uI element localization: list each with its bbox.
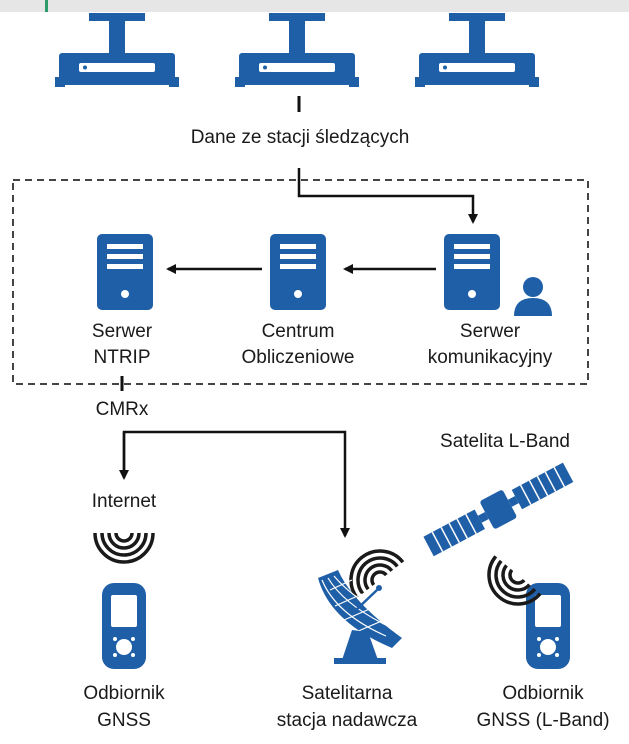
top-bar [0,0,629,12]
processing-boundary [12,179,589,385]
gnss-receiver-icon-1 [102,583,146,669]
internet-label: Internet [91,491,157,512]
satellite-label: Satelita L-Band [440,431,570,452]
tracking-data-label: Dane ze stacji śledzących [190,127,410,148]
satellite-icon [423,462,574,557]
gnss-receiver-icon-2 [526,583,570,669]
tracking-station-icon-3 [415,13,539,87]
signal-waves-icon-internet [93,531,155,564]
comm-server-label: Serwer komunikacyjny [427,321,553,368]
receiver-lband-label: Odbiornik GNSS (L-Band) [476,683,610,731]
receiver-gnss-label: Odbiornik GNSS [83,683,165,731]
tracking-station-icon-1 [55,13,179,87]
top-bar-accent [45,0,48,12]
arrow-to-comm-server [297,168,478,224]
satellite-dish-icon [318,570,402,664]
server-icon-computing [270,234,326,310]
computing-center-label: Centrum Obliczeniowe [241,321,355,368]
uplink-station-label: Satelitarna stacja nadawcza [276,683,418,731]
ntrip-server-label: Serwer NTRIP [91,321,153,368]
server-icon-ntrip [97,234,153,310]
tracking-station-icon-2 [235,13,359,87]
server-icon-comm [444,234,500,310]
person-icon [514,277,552,316]
arrow-to-uplink [122,430,350,538]
cmrx-label: CMRx [95,399,149,420]
